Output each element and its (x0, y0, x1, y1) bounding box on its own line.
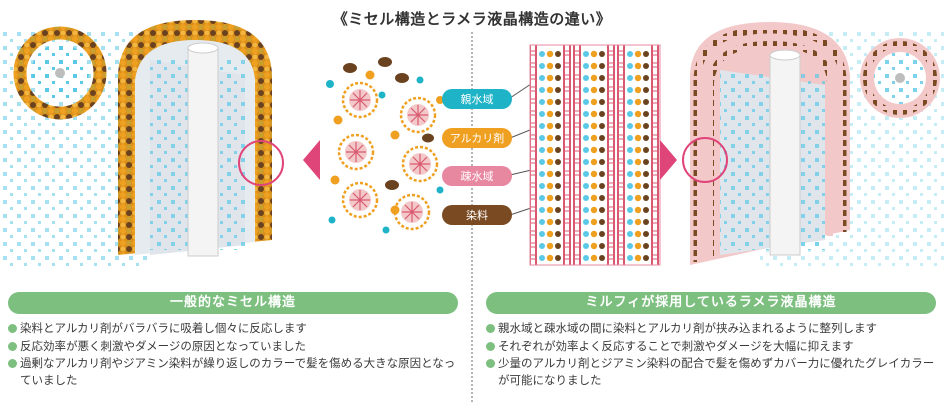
left-bullet-list: 染料とアルカリ剤がバラバラに吸着し個々に反応します 反応効率が悪く刺激やダメージ… (8, 320, 463, 390)
left-bullet-3-text: 過剰なアルカリ剤やジアミン染料が繰り返しのカラーで髪を傷める大きな原因となってい… (20, 356, 456, 388)
right-bullet-2-text: それぞれが効率よく反応することで刺激やダメージを大幅に抑えます (498, 338, 854, 353)
structure-illustration: 親水域 アルカリ剤 疎水域 染料 (0, 20, 944, 270)
lamellar-ring (860, 38, 940, 118)
bullet-dot-icon (486, 359, 495, 369)
left-bullet-2-text: 反応効率が悪く刺激やダメージの原因となっていました (20, 338, 307, 353)
micelle-ring (13, 26, 107, 120)
right-bullet-1: 親水域と疎水域の間に染料とアルカリ剤が挟み込まれるように整列します (486, 320, 941, 337)
bullet-dot-icon (486, 341, 495, 351)
right-bullet-2: それぞれが効率よく反応することで刺激やダメージを大幅に抑えます (486, 338, 941, 355)
lamellar-strip (530, 45, 660, 265)
molecule-field (326, 57, 444, 234)
bullet-dot-icon (8, 359, 17, 369)
right-bullet-1-text: 親水域と疎水域の間に染料とアルカリ剤が挟み込まれるように整列します (498, 321, 878, 335)
legend-hydrophobic: 疎水域 (442, 166, 541, 186)
hair-strand-micelle (118, 20, 284, 257)
legend-dye-label: 染料 (466, 208, 488, 222)
left-section-header: 一般的なミセル構造 (8, 292, 458, 314)
zoom-circle-right (682, 137, 728, 183)
bullet-dot-icon (486, 324, 495, 333)
hair-strand-lamellar (682, 22, 850, 265)
legend-hydrophobic-label: 疎水域 (461, 170, 494, 183)
left-bullet-2: 反応効率が悪く刺激やダメージの原因となっていました (8, 338, 463, 355)
zoom-circle-left (238, 140, 284, 186)
right-bullet-3: 少量のアルカリ剤とジアミン染料の配合で髪を傷めずカバー力に優れたグレイカラーが可… (486, 355, 941, 388)
diagram-title: 《ミセル構造とラメラ液晶構造の違い》 (332, 10, 612, 28)
left-bullet-1-text: 染料とアルカリ剤がバラバラに吸着し個々に反応します (20, 321, 307, 335)
pointer-right-triangle (660, 140, 677, 180)
bullet-dot-icon (8, 341, 17, 351)
left-bullet-3: 過剰なアルカリ剤やジアミン染料が繰り返しのカラーで髪を傷める大きな原因となってい… (8, 355, 463, 388)
bullet-dot-icon (8, 324, 17, 333)
right-bullet-3-text: 少量のアルカリ剤とジアミン染料の配合で髪を傷めずカバー力に優れたグレイカラーが可… (498, 356, 935, 388)
legend-alkali-label: アルカリ剤 (450, 131, 505, 145)
right-section-header: ミルフィが採用しているラメラ液晶構造 (486, 292, 936, 314)
legend-dye: 染料 (442, 204, 541, 225)
right-bullet-list: 親水域と疎水域の間に染料とアルカリ剤が挟み込まれるように整列します それぞれが効… (486, 320, 941, 390)
pointer-left-triangle (303, 140, 320, 180)
legend-hydrophilic: 親水域 (442, 77, 541, 109)
legend-hydrophilic-label: 親水域 (461, 93, 494, 106)
left-bullet-1: 染料とアルカリ剤がバラバラに吸着し個々に反応します (8, 320, 463, 337)
legend-alkali: アルカリ剤 (442, 125, 541, 148)
